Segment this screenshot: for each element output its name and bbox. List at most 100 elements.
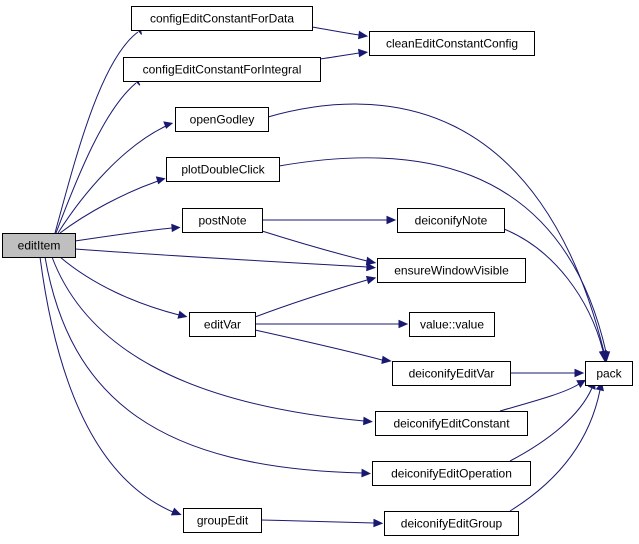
node-label: plotDoubleClick [181,163,265,177]
node-box [409,312,495,337]
node-label: pack [596,367,622,381]
edge-line [74,227,173,242]
arrowhead-icon [358,30,369,40]
node-box [377,258,526,283]
edge-deiconifyNote-to-pack [503,228,608,363]
edge-deiconifyEditGroup-to-pack [509,381,604,512]
node-box [131,6,313,31]
arrowhead-icon [361,468,372,478]
arrowhead-icon [170,507,182,516]
edge-line [59,256,180,316]
edge-line [254,279,368,318]
node-ensureWindowVisible[interactable]: ensureWindowVisible [377,258,526,283]
node-box [2,233,76,258]
edge-line [55,82,137,234]
arrowhead-icon [163,121,174,129]
edge-line [54,31,139,234]
edge-line [59,180,159,234]
arrowhead-icon [358,48,369,58]
edge-groupEdit-to-deiconifyEditGroup [260,518,384,528]
arrowhead-icon [381,355,392,364]
edge-editItem-to-openGodley [57,121,174,234]
node-box [183,508,262,533]
edge-line [39,256,174,513]
node-label: groupEdit [197,514,249,528]
edge-postNote-to-ensureWindowVisible [261,230,377,266]
edge-line [311,26,360,36]
edge-line [319,52,360,60]
edge-line [503,228,604,352]
edge-deiconifyEditVar-to-pack [510,368,585,378]
arrowhead-icon [398,319,409,329]
node-deiconifyEditOperation[interactable]: deiconifyEditOperation [372,461,531,486]
arrowhead-icon [574,368,585,378]
node-label: editVar [204,318,241,332]
edge-configEditConstantForIntegral-to-cleanEditConstantConfig [319,48,369,60]
edge-postNote-to-deiconifyNote [262,215,397,225]
node-deiconifyEditGroup[interactable]: deiconifyEditGroup [384,511,519,536]
edge-line [509,389,601,512]
node-configEditConstantForData[interactable]: configEditConstantForData [131,6,313,31]
edge-line [499,383,580,412]
edge-line [57,125,167,234]
node-box [369,31,535,56]
node-configEditConstantForIntegral[interactable]: configEditConstantForIntegral [123,57,321,82]
node-deiconifyEditVar[interactable]: deiconifyEditVar [392,361,511,386]
node-box [375,411,528,436]
node-openGodley[interactable]: openGodley [175,107,269,132]
node-label: deiconifyEditOperation [391,467,512,481]
node-label: configEditConstantForIntegral [143,63,302,77]
node-label: deiconifyNote [415,214,488,228]
node-valueValue[interactable]: value::value [409,312,495,337]
edge-editItem-to-configEditConstantForIntegral [55,78,141,234]
node-box [384,511,519,536]
arrowhead-icon [177,310,188,319]
edge-line [254,329,383,361]
node-deiconifyNote[interactable]: deiconifyNote [397,208,505,233]
node-plotDoubleClick[interactable]: plotDoubleClick [166,157,280,182]
edge-line [260,519,375,524]
node-label: openGodley [190,113,255,127]
edge-editItem-to-editVar [59,256,188,319]
edge-editItem-to-groupEdit [39,256,182,516]
edge-line [51,256,365,422]
node-deiconifyEditConstant[interactable]: deiconifyEditConstant [375,411,528,436]
edge-editItem-to-deiconifyEditConstant [51,256,373,426]
node-label: cleanEditConstantConfig [386,37,518,51]
edge-line [261,230,368,262]
node-postNote[interactable]: postNote [182,208,263,233]
node-editItem[interactable]: editItem [2,233,76,258]
node-groupEdit[interactable]: groupEdit [183,508,262,533]
arrowhead-icon [576,379,586,388]
edge-editItem-to-deiconifyEditOperation [44,256,372,478]
edge-editVar-to-ensureWindowVisible [254,275,377,318]
node-cleanEditConstantConfig[interactable]: cleanEditConstantConfig [369,31,535,56]
edge-line [74,248,368,268]
node-box [397,208,505,233]
node-box [585,361,633,386]
arrowhead-icon [365,256,377,266]
edge-line [44,256,363,474]
nodes-layer: editItem configEditConstantForData configE… [2,6,633,536]
edge-editItem-to-ensureWindowVisible [74,248,377,272]
node-label: postNote [198,214,246,228]
arrowhead-icon [373,518,384,528]
node-box [123,57,321,82]
arrowhead-icon [365,275,377,285]
edge-editVar-to-valueValue [255,319,409,329]
arrowhead-icon [598,350,608,363]
node-box [182,208,263,233]
arrowhead-icon [155,176,166,185]
node-editVar[interactable]: editVar [189,312,256,337]
node-pack[interactable]: pack [585,361,633,386]
edge-configEditConstantForData-to-cleanEditConstantConfig [311,26,369,40]
edges-layer [39,26,611,528]
arrowhead-icon [366,262,377,272]
node-label: value::value [420,318,484,332]
arrowhead-icon [171,223,181,233]
node-box [392,361,511,386]
node-box [372,461,531,486]
node-label: ensureWindowVisible [394,264,509,278]
edge-line [278,157,607,353]
edge-editItem-to-plotDoubleClick [59,176,166,234]
